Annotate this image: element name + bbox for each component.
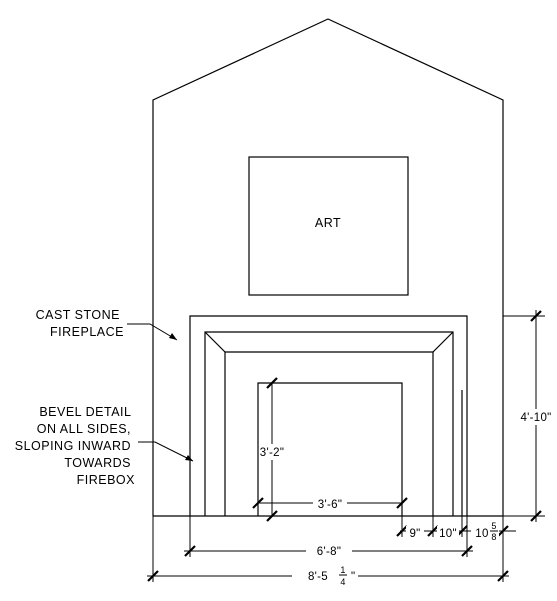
note-bevel-line-1: BEVEL DETAIL <box>39 405 131 419</box>
inner-return-label-bg <box>406 526 424 538</box>
note-bevel-line-3: SLOPING INWARD <box>15 439 131 453</box>
firebox-width-tick-left <box>252 497 264 509</box>
firebox-width-tick-right <box>396 497 408 509</box>
bevel-corner-right <box>432 331 454 353</box>
leader-fireplace <box>127 323 178 341</box>
surround-width-label: 6'-8" <box>317 546 341 558</box>
returns-tick-433 <box>427 525 439 537</box>
note-bevel: BEVEL DETAIL ON ALL SIDES, SLOPING INWAR… <box>15 405 135 487</box>
bevel-corner-left <box>204 331 226 353</box>
surround-outer <box>189 315 468 516</box>
surround-height-tick-top <box>530 310 542 322</box>
note-fireplace: CAST STONE FIREPLACE <box>36 308 124 339</box>
overall-width-tick-left <box>147 570 159 582</box>
note-bevel-line-4: TOWARDS <box>64 456 131 470</box>
outer-return-label-bg <box>471 520 499 542</box>
note-bevel-line-5: FIREBOX <box>77 473 136 487</box>
firebox-height-tick-top <box>266 377 278 389</box>
overall-width-label: 8'-5 <box>308 571 328 583</box>
surround-height-tick-bottom <box>530 510 542 522</box>
wall-outline <box>152 18 504 516</box>
overall-width-fraction-den: 4 <box>340 577 345 587</box>
outer-return-fraction-num: 5 <box>491 521 496 531</box>
surround-inner <box>204 331 454 516</box>
leader-bevel <box>138 441 194 462</box>
firebox-height-label: 3'-2" <box>260 447 284 459</box>
firebox-opening <box>257 382 403 516</box>
firebox-height-tick-bottom <box>266 510 278 522</box>
bevel-return-label-bg <box>437 526 459 538</box>
inner-return-label: 9" <box>409 528 420 540</box>
overall-width-fraction-num: 1 <box>340 565 345 575</box>
outer-return-label: 10 <box>475 528 488 540</box>
outer-return-fraction-den: 8 <box>491 532 496 542</box>
surround-width-label-bg <box>306 543 352 557</box>
surround-width-tick-right <box>461 545 473 557</box>
bevel-return-label: 10" <box>439 528 457 540</box>
surround-height-label: 4'-10" <box>520 412 551 424</box>
bevel-inner <box>224 351 434 516</box>
note-fireplace-line-2: FIREPLACE <box>50 325 124 339</box>
surround-width-tick-left <box>184 545 196 557</box>
returns-tick-402 <box>396 525 408 537</box>
leader-bevel-arrow <box>185 455 193 461</box>
firebox-width-label: 3'-6" <box>318 499 342 511</box>
surround-height-label-bg <box>518 409 554 425</box>
overall-width-inch-mark: " <box>351 571 355 583</box>
note-bevel-line-2: ON ALL SIDES, <box>37 422 131 436</box>
art-label: ART <box>315 216 341 230</box>
leader-fireplace-arrow <box>169 333 177 340</box>
firebox-width-label-bg <box>313 497 347 510</box>
overall-width-tick-right <box>497 570 509 582</box>
overall-width-label-bg <box>292 564 358 588</box>
firebox-height-label-bg <box>260 444 284 460</box>
note-fireplace-line-1: CAST STONE <box>36 308 120 322</box>
art-panel <box>248 156 409 296</box>
